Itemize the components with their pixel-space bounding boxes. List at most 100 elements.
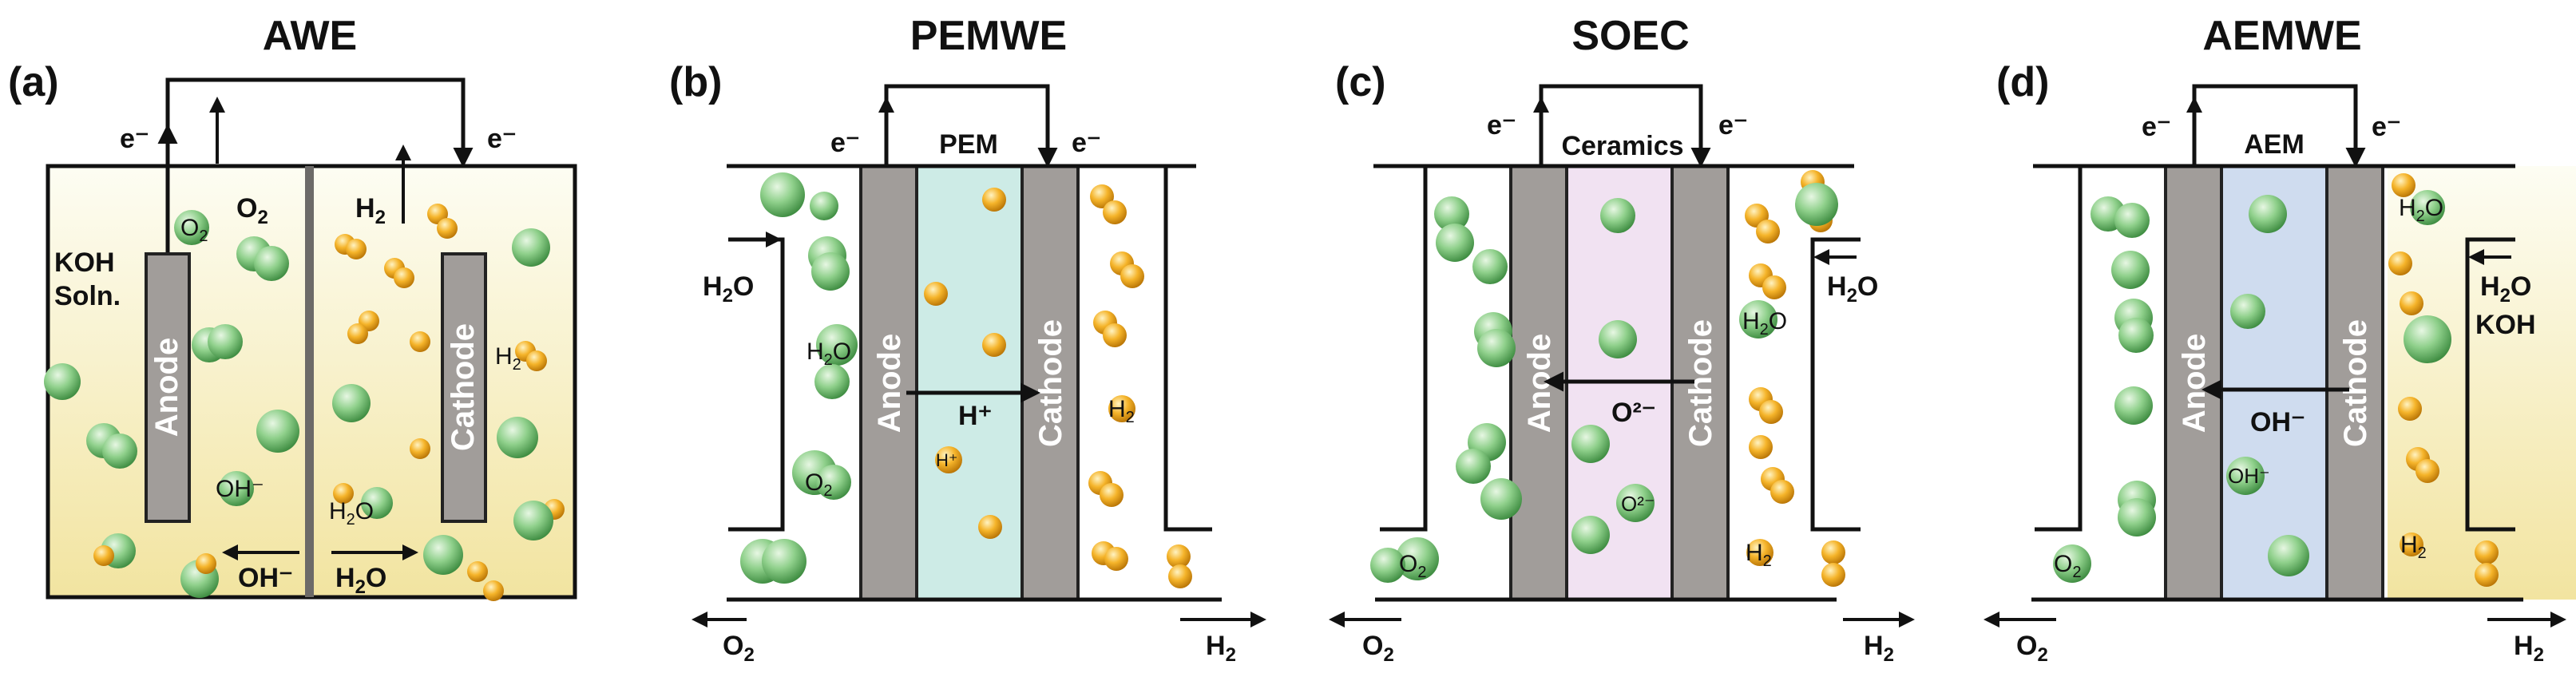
o2-out-label: O2 [723, 631, 755, 666]
o2-bubbles [1370, 196, 1655, 583]
o2-bubble [219, 471, 254, 506]
o2-bubble-label: O2 [805, 469, 832, 500]
o2-bubble [1472, 249, 1508, 284]
h2o-in-label: H2O [703, 271, 754, 307]
anode-electrode [859, 164, 918, 601]
h2-bubble [410, 331, 430, 352]
h2-out-label: H2 [1864, 631, 1894, 666]
oxide-ion [1571, 425, 1610, 463]
cathode-electrode [2325, 164, 2384, 601]
membrane-label: Ceramics [1561, 131, 1683, 161]
electron-label-left: e⁻ [1487, 110, 1516, 141]
h2-bubble [2415, 459, 2439, 483]
hydroxide-ion [2230, 294, 2265, 329]
o2-bubbles [2053, 195, 2309, 583]
h2o-bubble [497, 417, 538, 458]
electron-label-left: e⁻ [2142, 112, 2171, 142]
o2-bubble [254, 246, 289, 281]
h2-bubble [1168, 564, 1192, 588]
h2-bubble [1104, 547, 1128, 571]
electron-label-right: e⁻ [1072, 128, 1101, 158]
h2-bubble [526, 350, 547, 371]
h2-bubble-label: H2 [495, 343, 521, 374]
h2-bubble [1770, 480, 1794, 504]
h2-bubble [1108, 395, 1135, 422]
oxide-ion [1571, 516, 1610, 554]
hydroxide-ion [2268, 535, 2309, 576]
h2-bubble [346, 239, 367, 259]
h2-bubbles [1739, 170, 1845, 587]
panel-label: (d) [1996, 59, 2049, 105]
o2-bubble [174, 210, 209, 245]
h2-bubble [394, 267, 414, 288]
h2-bubble [483, 580, 504, 601]
o2-bubbles [740, 172, 858, 584]
cathode-label: Cathode [2338, 319, 2373, 447]
ion-bubble-label: H⁺ [936, 450, 958, 470]
panel-pemwe: (b) PEMWE PEM Anode Cathode H2O O2 H2 e⁻… [669, 13, 1266, 666]
h2-bubble [1821, 540, 1845, 564]
proton [982, 188, 1006, 212]
h2-bubble [2388, 251, 2412, 275]
anode-label: Anode [149, 338, 184, 437]
h2-bubble [2475, 563, 2499, 587]
o2-bubble [2114, 386, 2153, 425]
panel-label: (c) [1335, 59, 1386, 105]
h2-bubble [333, 483, 354, 504]
cathode-outlet-wall [1163, 166, 1212, 532]
ion-bubble-label: O²⁻ [1621, 492, 1655, 516]
panel-awe: (a) AWE e⁻ e⁻ Anode Cathode O2 H2 KOH So… [8, 13, 577, 601]
proton-particles [924, 188, 1006, 539]
proton [924, 282, 948, 306]
anode-label: Anode [2177, 334, 2212, 433]
electron-label-right: e⁻ [2372, 112, 2401, 142]
hydroxide-ion [2249, 195, 2287, 233]
o2-bubble [2114, 203, 2150, 238]
o2-bubble [811, 252, 850, 291]
panel-title: AEMWE [2202, 13, 2361, 59]
h2o-bubble [361, 487, 393, 519]
electron-label-left: e⁻ [830, 128, 860, 158]
anode-outlet-wall [1380, 166, 1428, 532]
membrane-pem [917, 166, 1022, 600]
h2-bubble [467, 561, 488, 582]
o2-bubble [2053, 544, 2091, 583]
h2o-bubble [512, 228, 550, 267]
h2o-bubble-label: H2O [1742, 308, 1787, 338]
o2-out-label: O2 [1362, 631, 1394, 666]
oxide-ion [1599, 320, 1637, 358]
h2o-bubble [2404, 315, 2451, 363]
o2-bubble [1480, 478, 1522, 520]
h2o-bubble [423, 535, 463, 575]
h2o-bubble [1795, 183, 1838, 226]
koh-in-label: KOH [2475, 310, 2536, 340]
h2o-in-label: H2O [1827, 271, 1878, 307]
ion-label: O²⁻ [1611, 398, 1656, 428]
o2-bubble [1434, 196, 1469, 232]
o2-bubble [256, 410, 299, 453]
panel-title: AWE [263, 13, 357, 59]
h2-bubble [2400, 291, 2423, 315]
o2-bubble [810, 192, 838, 220]
proton [978, 515, 1002, 539]
proton [935, 446, 962, 473]
h2-bubble [1090, 184, 1114, 208]
h2o-arrow-label: H2O [335, 563, 386, 598]
h2-out-label: H2 [355, 193, 386, 228]
h2-out-label: H2 [1206, 631, 1236, 666]
electron-label-right: e⁻ [1718, 110, 1748, 141]
panel-soec: (c) SOEC Ceramics Anode Cathode H2O O2 H… [1329, 13, 1915, 666]
h2o-bubble-label: H2O [329, 498, 374, 529]
h2-bubble [2392, 173, 2415, 197]
anode-electrode [145, 252, 191, 523]
ion-bubble-label: OH⁻ [2228, 464, 2270, 488]
oh-ion-label: OH⁻ [238, 563, 293, 593]
proton [982, 333, 1006, 357]
panel-label: (a) [8, 59, 59, 105]
o2-bubble-label: O2 [180, 215, 208, 245]
o2-bubbles [44, 210, 299, 598]
h2-bubble [1167, 544, 1191, 568]
h2-bubble [1762, 275, 1786, 299]
o2-bubble [816, 465, 851, 500]
